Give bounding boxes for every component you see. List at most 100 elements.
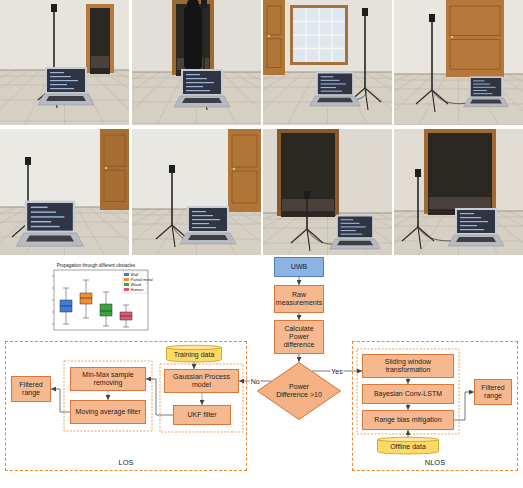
laptop-keyboard [188, 235, 228, 240]
tripod-leg [432, 90, 448, 104]
whisker-cap [123, 327, 129, 328]
tile-line [0, 207, 29, 255]
screen-line [31, 216, 65, 217]
door-handle [233, 168, 235, 170]
window-bar [293, 34, 345, 36]
legend-frame [123, 271, 147, 293]
door-frame [263, 0, 285, 75]
door-opening [90, 8, 110, 74]
tile-line [288, 213, 316, 255]
edge-label: No [250, 378, 261, 385]
whisker-cap [103, 326, 109, 327]
node-text: Min-Max sample removing [73, 371, 143, 387]
screen-line [192, 223, 209, 224]
door-panel [232, 171, 257, 203]
tripod-leg [156, 225, 172, 239]
tile-line [327, 213, 328, 255]
box [100, 304, 112, 316]
photo-scene [0, 0, 129, 125]
screen-line [50, 72, 64, 73]
tile-line [263, 213, 280, 255]
tripod-mast [431, 20, 433, 90]
connector [194, 362, 195, 369]
node-text: UKF filter [187, 411, 216, 419]
tripod-mast [306, 197, 308, 229]
tile-line [394, 211, 411, 255]
process-box: Gaussian Process model [164, 369, 239, 393]
door-panel [267, 6, 281, 35]
screen-line [321, 87, 336, 88]
laptop-keyboard [46, 96, 86, 101]
connector [408, 430, 409, 437]
photo-scene [394, 129, 523, 255]
door-frame [446, 0, 504, 77]
dashed-group [357, 349, 459, 434]
axis-tick [52, 300, 54, 301]
node-text: Bayesian Conv-LSTM [374, 390, 442, 398]
door-panel [104, 170, 125, 201]
screen-line [192, 211, 206, 212]
tile-line [89, 70, 130, 125]
whisker-cap [63, 288, 69, 289]
wall [263, 0, 392, 125]
axis-tick [52, 276, 54, 277]
tile-line [132, 72, 173, 125]
tripod-mast [171, 171, 173, 225]
node-text: UWB [291, 263, 307, 271]
node-text: Power Difference >10 [276, 383, 322, 399]
tile-line [245, 209, 262, 255]
uwb-device [415, 169, 421, 177]
tile-line [507, 74, 523, 125]
window-bar [293, 48, 345, 50]
box [60, 300, 72, 312]
tile-line [394, 74, 411, 125]
room-floor [282, 199, 334, 211]
whisker-cap [83, 318, 89, 319]
screen-line [186, 82, 214, 83]
tripod-leg [402, 227, 418, 241]
tile-line [263, 72, 280, 125]
laptop-lid [316, 72, 354, 96]
process-box: Calculate Power difference [274, 320, 324, 354]
uwb-device [201, 0, 207, 8]
laptop-base [310, 96, 360, 106]
floor [263, 72, 392, 125]
photo-scene [263, 0, 392, 125]
node-text: Gaussian Process model [167, 373, 236, 389]
window-frame [290, 5, 348, 65]
photo-panel [299, 129, 523, 289]
room-floor [91, 56, 109, 68]
median [100, 311, 112, 312]
process-box: Bayesian Conv-LSTM [362, 384, 454, 404]
screen-line [321, 91, 343, 92]
tile-line [101, 207, 130, 255]
axis-tick [52, 312, 54, 313]
tile-line [0, 70, 41, 125]
wall [0, 129, 129, 255]
door-opening [281, 133, 335, 217]
wall [394, 129, 523, 255]
legend-swatch [124, 283, 129, 286]
tile-line [132, 209, 149, 255]
person [184, 6, 202, 70]
tripod-mast [364, 14, 366, 88]
tile-line [132, 72, 149, 125]
tile-line [132, 72, 161, 125]
median [120, 316, 132, 317]
legend-entry: Wood [124, 282, 141, 287]
screen-line [341, 219, 354, 220]
screen-line [341, 226, 366, 227]
tile-line [352, 72, 393, 125]
photo-panel [37, 129, 357, 287]
axis-tick [52, 288, 54, 289]
uwb-device [25, 157, 31, 165]
tripod-leg [418, 227, 434, 241]
screen-line [186, 74, 200, 75]
screen-line [192, 215, 213, 216]
tile-line [132, 209, 161, 255]
whisker-cap [83, 280, 89, 281]
window-glass [293, 8, 345, 62]
legend-text: Human [131, 288, 144, 292]
tile-line [132, 209, 173, 255]
laptop-lid [45, 67, 87, 94]
